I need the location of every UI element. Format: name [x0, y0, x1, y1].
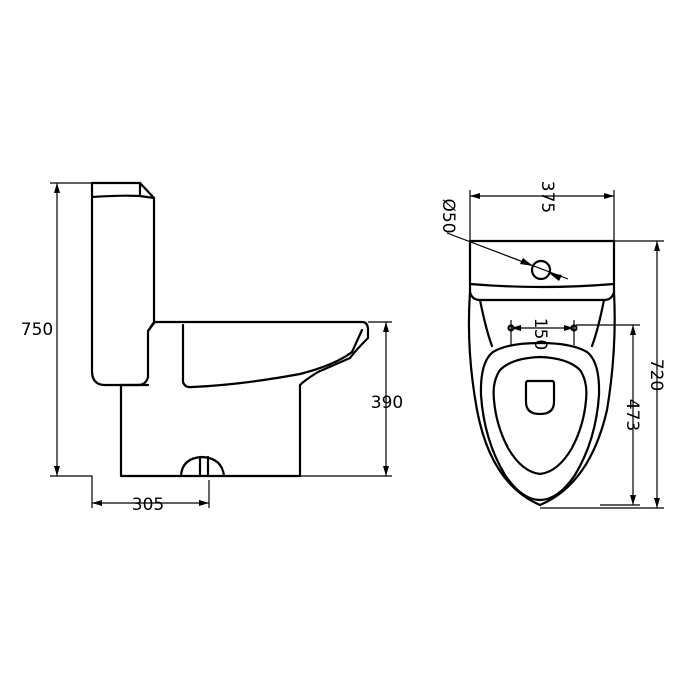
- dimension-label-390: 390: [371, 393, 403, 413]
- dimension-label-473: 473: [622, 399, 642, 431]
- dimension-label-750: 750: [21, 320, 53, 340]
- dimension-rough-in: 305: [82, 475, 210, 515]
- dimension-label-dia50: Ø50: [438, 198, 458, 233]
- dimension-label-375: 375: [537, 181, 557, 213]
- dimension-height-total: 750: [21, 182, 92, 477]
- top-view-bowl: [467, 290, 616, 507]
- side-view: 750 390 305: [21, 181, 403, 515]
- side-view-outlet: [179, 455, 226, 478]
- dimension-bowl-height: 390: [300, 321, 403, 477]
- inner-bowl: [492, 355, 588, 476]
- dimension-inlet-diameter: Ø50: [438, 198, 569, 281]
- inlet-hole: [530, 259, 552, 281]
- drain-hole: [524, 379, 556, 416]
- top-view: 375 Ø50 720 150: [438, 181, 666, 509]
- dimension-label-305: 305: [132, 495, 164, 515]
- seat-ring: [479, 341, 601, 502]
- dimension-total-length: 720: [540, 240, 666, 509]
- dimension-label-720: 720: [646, 359, 666, 391]
- dimension-tank-width: 375: [469, 181, 615, 241]
- side-view-tank: [90, 181, 156, 387]
- dimension-hole-to-front: 473: [576, 324, 642, 506]
- side-view-bowl: [119, 320, 370, 478]
- dimension-seat-hole-spacing: 150: [510, 318, 575, 350]
- dimension-label-150: 150: [530, 318, 550, 350]
